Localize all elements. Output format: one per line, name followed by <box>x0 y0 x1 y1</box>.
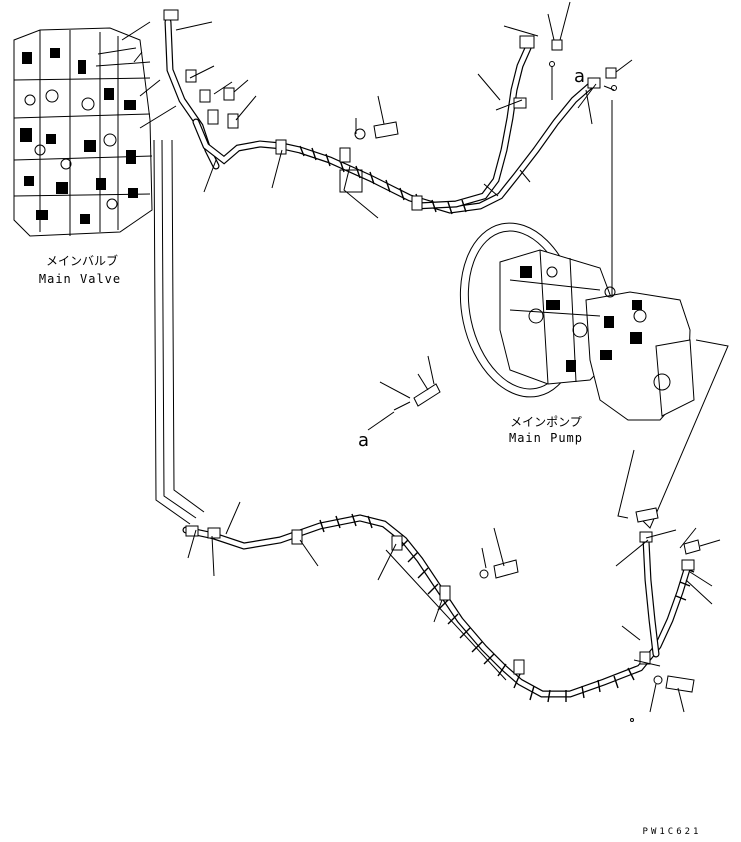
main-pump-label-jp: メインポンプ <box>510 415 582 429</box>
ref-a-bottom: a <box>358 430 369 451</box>
main-valve-drawing <box>13 27 153 237</box>
top-hose-assembly <box>163 9 617 215</box>
ref-a-top: a <box>574 66 585 87</box>
lower-pipe-run <box>153 139 701 703</box>
main-valve-label-en: Main Valve <box>39 272 121 286</box>
main-pump-label-en: Main Pump <box>509 431 583 445</box>
main-pump-drawing <box>459 222 695 421</box>
drawing-code: PW1C621 <box>643 827 702 837</box>
main-valve-label-jp: メインバルブ <box>46 253 118 268</box>
